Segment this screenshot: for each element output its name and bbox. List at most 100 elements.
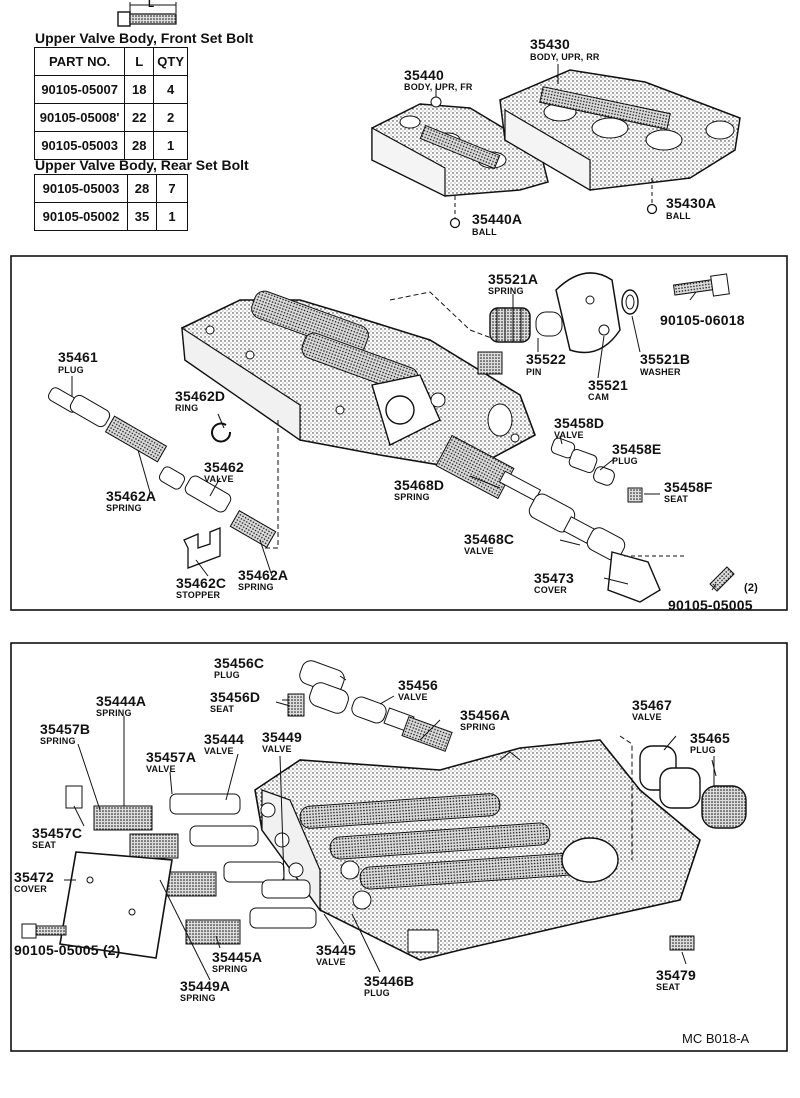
callout-35473-name: COVER (534, 585, 568, 595)
callout-90105-05005-qty: (2) (744, 582, 759, 594)
table-header-row: PART NO. L QTY (33, 47, 188, 76)
callout-35457B-number: 35457B (40, 721, 91, 737)
table-row: 90105-05002 35 1 (34, 202, 188, 231)
part-no-cell: 90105-05003 (33, 131, 126, 160)
callout-35521B-name: WASHER (640, 367, 681, 377)
callout-35446B-name: PLUG (364, 988, 390, 998)
callout-35457B-name: SPRING (40, 736, 76, 746)
lower-valves-and-springs (21, 785, 695, 959)
rear-set-bolt-title: Upper Valve Body, Rear Set Bolt (35, 157, 249, 173)
callout-35458E-number: 35458E (612, 441, 662, 457)
callout-35522-name: PIN (526, 367, 542, 377)
callout-35457A-number: 35457A (146, 749, 197, 765)
callout-35472-number: 35472 (14, 869, 54, 885)
table-row: 90105-05007 18 4 (33, 75, 188, 104)
lower-valve-stack-top (282, 660, 453, 752)
callout-90105-06018-number: 90105-06018 (660, 312, 745, 328)
callout-35522-number: 35522 (526, 351, 566, 367)
callout-35457A-name: VALVE (146, 764, 176, 774)
qty-cell: 1 (156, 202, 188, 231)
callout-35479-name: SEAT (656, 982, 681, 992)
bottom-panel-frame (10, 642, 788, 1052)
bolt-icon (672, 273, 730, 297)
callout-35458D-number: 35458D (554, 415, 605, 431)
callout-35458D-name: VALVE (554, 430, 584, 440)
callout-35445-number: 35445 (316, 942, 356, 958)
header-part-no: PART NO. (33, 47, 126, 76)
bolt-dimension-icon (117, 2, 177, 27)
callout-35462C-number: 35462C (176, 575, 227, 591)
upper-valve-body-rear (499, 64, 741, 192)
callout-35456C-name: PLUG (214, 670, 240, 680)
rear-set-bolt-table: 90105-05003 28 7 90105-05002 35 1 (34, 174, 188, 231)
diagram-code: MC B018-A (682, 1031, 750, 1046)
callout-35472-name: COVER (14, 884, 48, 894)
stopper-icon (183, 527, 221, 569)
length-cell: 28 (127, 174, 157, 203)
callout-35444-number: 35444 (204, 731, 244, 747)
callout-35462D-name: RING (175, 403, 199, 413)
callout-35430-number: 35430 (530, 36, 570, 52)
callout-35479-number: 35479 (656, 967, 696, 983)
table-row: 90105-05003 28 1 (33, 131, 188, 160)
callout-35445-name: VALVE (316, 957, 346, 967)
valve-spring-stack-right (435, 434, 735, 603)
callout-90105-05005-lower: 90105-05005 (2) (14, 942, 121, 958)
length-cell: 28 (124, 131, 155, 160)
callout-35456C-number: 35456C (214, 655, 265, 671)
bolt-icon-lower (21, 923, 67, 939)
leader-lines (64, 291, 717, 981)
front-set-bolt-table: PART NO. L QTY 90105-05007 18 4 90105-05… (33, 47, 188, 160)
plug-valve-spring-stack-left (47, 387, 279, 549)
callout-35449-name: VALVE (262, 744, 292, 754)
callout-35468C-number: 35468C (464, 531, 515, 547)
callout-35468C-name: VALVE (464, 546, 494, 556)
valve-body-middle (181, 290, 536, 471)
callout-35456D-number: 35456D (210, 689, 261, 705)
callout-35444-name: VALVE (204, 746, 234, 756)
callout-35446B-number: 35446B (364, 973, 415, 989)
callout-35458F-name: SEAT (664, 494, 689, 504)
qty-cell: 7 (156, 174, 188, 203)
callout-90105-05005-number: 90105-05005 (668, 597, 753, 613)
callout-35473-number: 35473 (534, 570, 574, 586)
callout-35468D-name: SPRING (394, 492, 430, 502)
bolt-length-label: L (148, 0, 155, 10)
callout-35445A-name: SPRING (212, 964, 248, 974)
callout-35440-name: BODY, UPR, FR (404, 82, 473, 92)
callout-35462A-name: SPRING (106, 503, 142, 513)
callout-35521A-number: 35521A (488, 271, 539, 287)
callout-35444A-name: SPRING (96, 708, 132, 718)
callout-35521-number: 35521 (588, 377, 628, 393)
callout-35449A-name: SPRING (180, 993, 216, 1003)
middle-panel-frame (10, 255, 788, 611)
callout-35462A-number: 35462A (106, 488, 157, 504)
callout-35430-name: BODY, UPR, RR (530, 52, 600, 62)
callout-35440A-number: 35440A (472, 211, 523, 227)
header-qty: QTY (153, 47, 188, 76)
callout-35461-number: 35461 (58, 349, 98, 365)
callout-35458E-name: PLUG (612, 456, 638, 466)
ring-icon (211, 422, 232, 443)
callout-35456D-name: SEAT (210, 704, 235, 714)
callout-35521A-name: SPRING (488, 286, 524, 296)
right-valve-plug (619, 735, 747, 860)
callout-35457C-number: 35457C (32, 825, 83, 841)
part-no-cell: 90105-05007 (33, 75, 126, 104)
callout-35456A-name: SPRING (460, 722, 496, 732)
callout-35445A-number: 35445A (212, 949, 263, 965)
part-no-cell: 90105-05008' (33, 103, 126, 132)
header-l: L (124, 47, 155, 76)
callout-35449A-number: 35449A (180, 978, 231, 994)
length-cell: 22 (124, 103, 155, 132)
table-row: 90105-05003 28 7 (34, 174, 188, 203)
callout-35521-name: CAM (588, 392, 610, 402)
front-set-bolt-title: Upper Valve Body, Front Set Bolt (35, 30, 254, 46)
table-row: 90105-05008' 22 2 (33, 103, 188, 132)
callout-35465-name: PLUG (690, 745, 716, 755)
callout-35467-number: 35467 (632, 697, 672, 713)
callout-35430A-name: BALL (666, 211, 691, 221)
length-cell: 18 (124, 75, 155, 104)
